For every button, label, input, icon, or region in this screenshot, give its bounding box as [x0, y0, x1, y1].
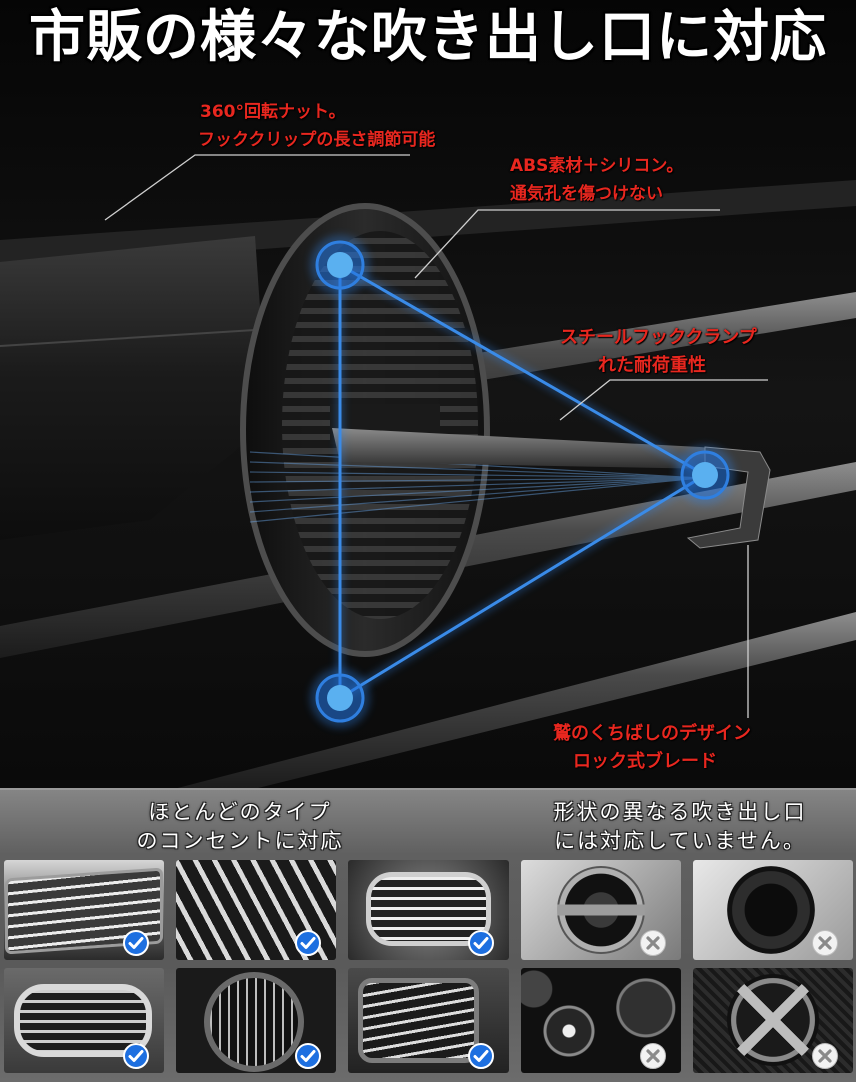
- x-icon: [811, 1043, 838, 1069]
- vent-picture: [556, 866, 645, 954]
- supported-vent-photo: [176, 968, 337, 1073]
- supported-vent-photo: [348, 860, 509, 960]
- annotation-material: ABS素材＋シリコン。 通気孔を傷つけない: [510, 152, 683, 208]
- supported-vent-photo: [176, 860, 337, 960]
- annotation-nut: 360°回転ナット。 フッククリップの長さ調節可能: [198, 98, 435, 154]
- supported-vent-photo: [348, 968, 509, 1073]
- check-icon: [295, 1043, 322, 1069]
- vent-thumbnail-grid: [4, 860, 853, 1073]
- unsupported-vent-photo: [692, 968, 853, 1073]
- check-icon: [123, 930, 150, 956]
- mount-seam: [0, 329, 256, 347]
- annotation-line: ABS素材＋シリコン。: [510, 156, 684, 176]
- heading-line: のコンセントに対応: [136, 829, 344, 853]
- annotation-line: 360°回転ナット。: [200, 102, 346, 122]
- supported-vent-photo: [4, 860, 165, 960]
- check-icon: [467, 1043, 494, 1069]
- check-icon: [467, 930, 494, 956]
- unsupported-vent-photo: [520, 968, 681, 1073]
- annotation-blade: 鷲のくちばしのデザイン ロック式ブレード: [553, 720, 751, 776]
- supported-vent-photo: [4, 968, 165, 1073]
- annotation-clamp: スチールフッククランプ れた耐荷重性: [560, 324, 757, 380]
- annotation-line: 通気孔を傷つけない: [510, 184, 663, 204]
- leader-line-material: [414, 209, 720, 279]
- annotation-line: フッククリップの長さ調節可能: [198, 130, 436, 150]
- check-icon: [123, 1043, 150, 1069]
- page-title: 市販の様々な吹き出し口に対応: [29, 5, 827, 70]
- leader-line-nut: [104, 154, 410, 221]
- airflow-streaks: [249, 451, 701, 523]
- x-icon: [639, 1043, 666, 1069]
- annotation-line: 鷲のくちばしのデザイン: [553, 723, 751, 744]
- vent-slat-lower: [170, 612, 856, 790]
- vent-picture: [358, 978, 479, 1063]
- unsupported-heading: 形状の異なる吹き出し口 には対応していません。: [490, 798, 856, 856]
- vent-picture: [204, 972, 305, 1072]
- mount-cylinder: [0, 236, 268, 540]
- heading-line: には対応していません。: [554, 829, 806, 853]
- leader-line-clamp: [559, 379, 768, 421]
- highlight-dot-nut: [310, 235, 370, 295]
- vent-picture: [726, 866, 815, 954]
- highlight-dot-hook: [675, 445, 735, 505]
- unsupported-vent-photo: [692, 860, 853, 960]
- vent-picture: [726, 974, 819, 1066]
- annotation-line: ロック式ブレード: [573, 751, 717, 772]
- highlight-triangle: [336, 258, 713, 706]
- x-icon: [811, 930, 838, 956]
- unsupported-vent-photo: [520, 860, 681, 960]
- supported-heading: ほとんどのタイプ のコンセントに対応: [50, 798, 430, 856]
- vent-picture: [366, 872, 491, 946]
- highlight-dot-base: [310, 668, 370, 728]
- product-hero-image: [0, 0, 856, 790]
- heading-line: 形状の異なる吹き出し口: [553, 800, 807, 824]
- annotation-line: れた耐荷重性: [598, 355, 706, 376]
- hook-arm: [332, 428, 770, 470]
- heading-line: ほとんどのタイプ: [148, 800, 332, 824]
- annotation-line: スチールフッククランプ: [560, 327, 757, 348]
- x-icon: [639, 930, 666, 956]
- check-icon: [295, 930, 322, 956]
